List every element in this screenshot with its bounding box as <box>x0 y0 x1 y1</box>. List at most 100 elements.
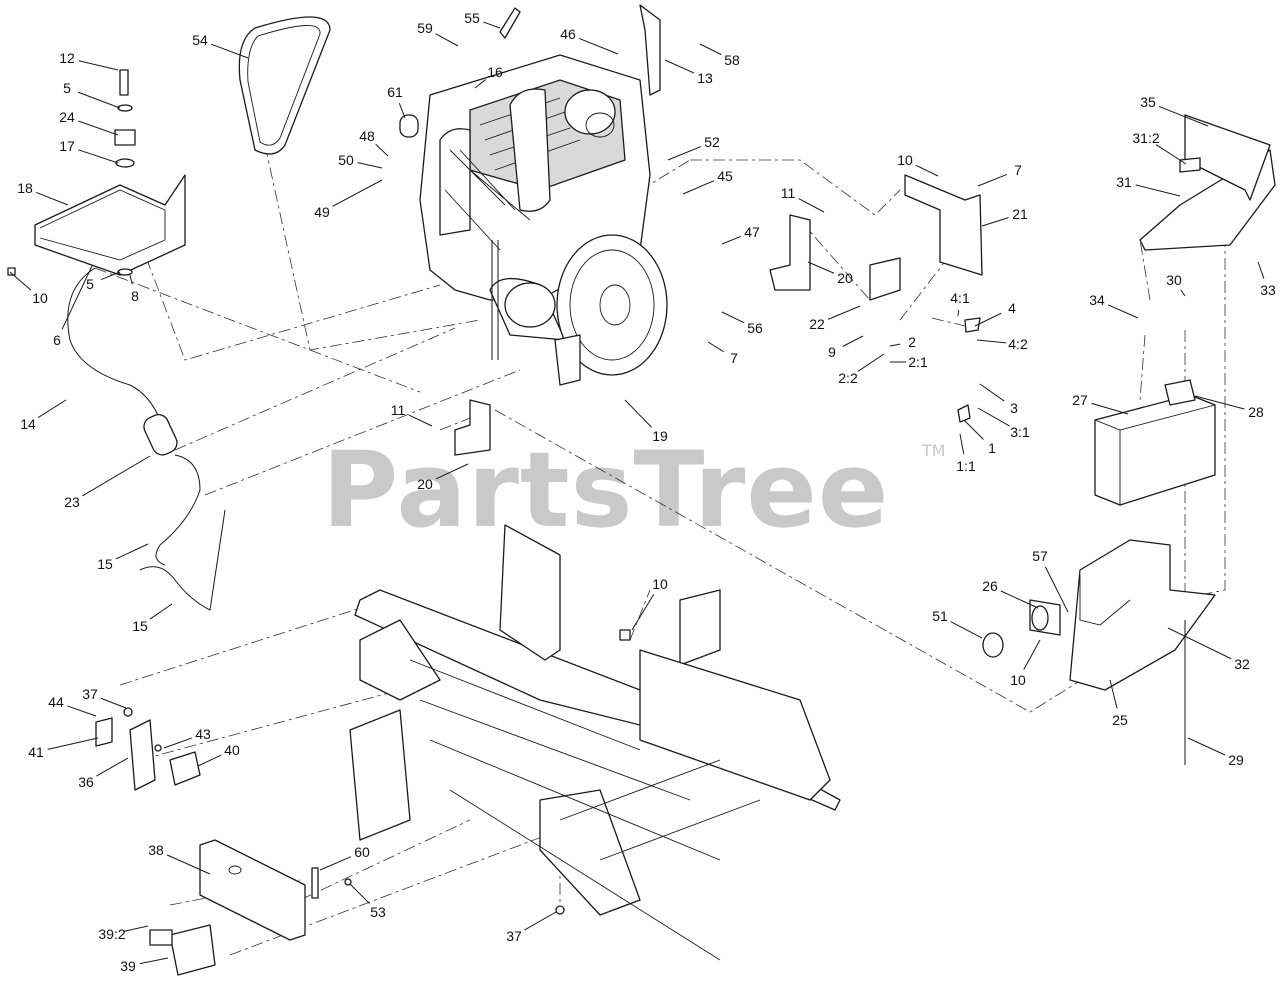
callout-leader-c25 <box>1109 679 1118 709</box>
callout-leader-c19 <box>624 399 652 428</box>
callout-label-c13: 13 <box>697 70 713 86</box>
callout-label-c49: 49 <box>314 204 330 220</box>
callout-leader-c4_1 <box>957 309 960 317</box>
callout-leader-c38 <box>166 854 211 875</box>
callout-label-c17: 17 <box>59 138 75 154</box>
callout-label-c1: 1 <box>988 440 996 456</box>
callout-label-c18: 18 <box>17 180 33 196</box>
callout-leader-c20a <box>807 261 835 274</box>
callout-leader-c61 <box>398 103 406 119</box>
callout-leader-c50 <box>357 162 383 169</box>
callout-leader-c31 <box>1135 184 1181 197</box>
callout-leader-c31_2 <box>1155 144 1187 165</box>
callout-label-c43: 43 <box>195 726 211 742</box>
callout-leader-c47 <box>721 235 742 245</box>
callout-label-c32: 32 <box>1234 656 1250 672</box>
callout-leader-c45 <box>682 180 715 195</box>
callout-leader-c15b <box>149 603 173 620</box>
main-frame <box>349 524 841 961</box>
relay-bracket <box>95 707 201 791</box>
callout-leader-c51 <box>950 621 983 639</box>
callout-label-c10d: 10 <box>652 576 668 592</box>
callout-leader-c37a <box>101 697 127 709</box>
engine-assembly <box>399 7 668 386</box>
callout-leader-c8 <box>129 274 133 285</box>
callout-label-c2_2: 2:2 <box>838 370 858 386</box>
callout-label-c1_1: 1:1 <box>956 458 976 474</box>
callout-leader-c16 <box>474 79 486 89</box>
callout-leader-c14 <box>37 399 67 419</box>
callout-leader-c7a <box>977 173 1008 187</box>
callout-label-c3: 3 <box>1010 400 1018 416</box>
callout-leader-c3 <box>979 383 1005 402</box>
callout-label-c6: 6 <box>53 332 61 348</box>
callout-leader-c3_1 <box>977 407 1010 427</box>
callout-label-c5a: 5 <box>63 80 71 96</box>
callout-leader-c4_2 <box>976 339 1007 344</box>
callout-leader-c21 <box>981 217 1009 227</box>
callout-leader-c20b <box>435 463 469 480</box>
callout-label-c29: 29 <box>1228 752 1244 768</box>
callout-label-c15b: 15 <box>132 618 148 634</box>
callout-leader-c6 <box>61 265 93 330</box>
callout-leader-c56 <box>721 311 745 324</box>
callout-label-c21: 21 <box>1012 206 1028 222</box>
callout-label-c38: 38 <box>148 842 164 858</box>
callout-label-c10a: 10 <box>897 152 913 168</box>
callout-label-c20a: 20 <box>837 270 853 286</box>
callout-leader-c28 <box>1194 395 1245 410</box>
callout-leader-c10c <box>1023 639 1041 670</box>
callout-leader-c15a <box>115 543 149 560</box>
callout-label-c35: 35 <box>1140 94 1156 110</box>
callout-leader-c11b <box>408 414 433 427</box>
callout-leader-c13 <box>664 59 695 74</box>
engine-mount-plate <box>7 69 186 276</box>
callout-label-c46: 46 <box>560 26 576 42</box>
callout-leader-c43 <box>163 737 192 749</box>
callout-leader-c22 <box>827 305 861 320</box>
callout-leader-c2 <box>889 343 901 347</box>
callout-label-c39_2: 39:2 <box>98 926 125 942</box>
callout-leader-c27 <box>1091 402 1129 415</box>
callout-label-c41: 41 <box>28 744 44 760</box>
callout-label-c31_2: 31:2 <box>1132 130 1159 146</box>
callout-leader-c30 <box>1180 289 1186 297</box>
callout-leader-c36 <box>96 757 129 777</box>
callout-label-c37a: 37 <box>82 686 98 702</box>
callout-leader-c1_1 <box>959 433 965 455</box>
callout-leader-c1 <box>963 419 984 440</box>
callout-leader-c7b <box>707 341 725 353</box>
callout-leader-c26 <box>1000 590 1039 609</box>
callout-leader-c52 <box>667 146 702 161</box>
callout-leader-c49 <box>332 179 383 207</box>
callout-leader-c55 <box>483 21 501 29</box>
callout-leader-c48 <box>375 143 389 157</box>
callout-leader-c39 <box>139 957 169 965</box>
callout-label-c45: 45 <box>717 168 733 184</box>
callout-label-c31: 31 <box>1116 174 1132 190</box>
callout-label-c4_1: 4:1 <box>950 290 970 306</box>
callout-label-c27: 27 <box>1072 392 1088 408</box>
callout-leader-c17 <box>78 149 119 164</box>
callout-label-c10b: 10 <box>32 290 48 306</box>
callout-label-c28: 28 <box>1248 404 1264 420</box>
callout-leader-c33 <box>1257 261 1265 279</box>
callout-leader-c12 <box>78 60 119 71</box>
callout-leader-c41 <box>47 737 99 750</box>
callout-leader-c60 <box>319 856 352 871</box>
callout-leader-c58 <box>699 43 722 56</box>
callout-label-c34: 34 <box>1089 292 1105 308</box>
callout-label-c56: 56 <box>747 320 763 336</box>
callout-label-c3_1: 3:1 <box>1010 424 1030 440</box>
callout-label-c52: 52 <box>704 134 720 150</box>
callout-label-c55: 55 <box>464 10 480 26</box>
callout-label-c59: 59 <box>417 20 433 36</box>
callout-leader-c10a <box>915 164 939 177</box>
callout-leader-c5a <box>78 91 121 109</box>
brackets <box>454 4 983 456</box>
callout-leader-c9 <box>842 335 864 347</box>
callout-label-c14: 14 <box>20 416 36 432</box>
solenoid-bracket <box>149 839 565 976</box>
parts-tree-watermark: PartsTree <box>322 429 889 551</box>
